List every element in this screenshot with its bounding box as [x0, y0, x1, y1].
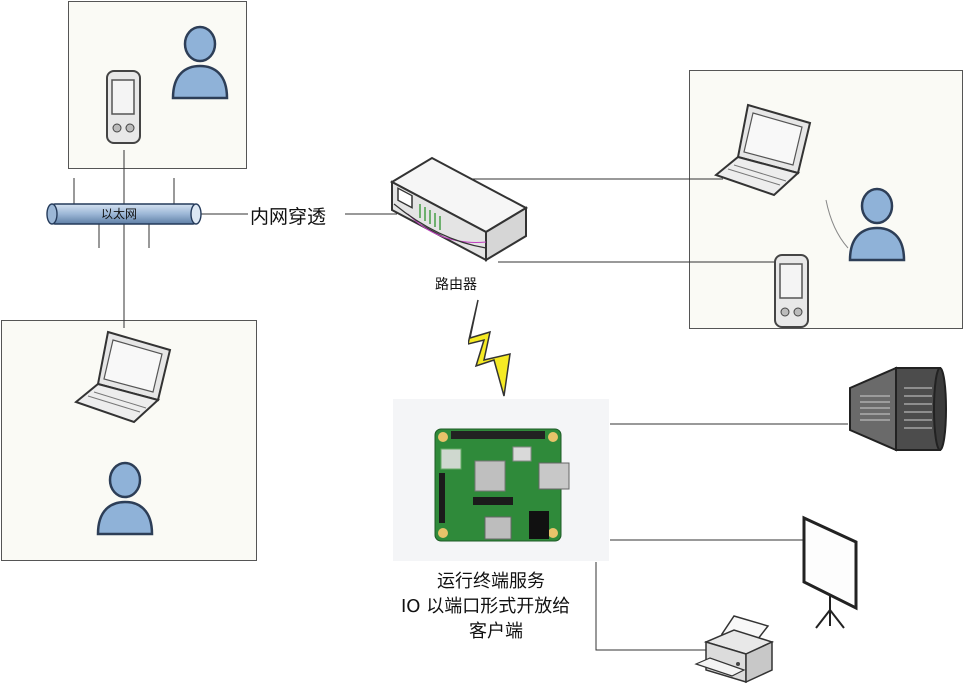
- router-label: 路由器: [435, 277, 477, 293]
- user-icon: [171, 25, 229, 100]
- pda-icon: [106, 70, 141, 144]
- pi-description-line3: 客户端: [469, 621, 523, 642]
- right-zone: [689, 70, 963, 329]
- raspberry-pi-board: [393, 399, 609, 561]
- laptop-icon: [714, 103, 812, 197]
- pi-description-line2: IO 以端口形式开放给: [401, 596, 571, 617]
- projector-icon: [849, 366, 947, 452]
- laptop-icon: [74, 330, 172, 424]
- router-icon: [390, 156, 528, 262]
- projection-screen-icon: [802, 515, 858, 629]
- nat-traversal-label: 内网穿透: [250, 202, 327, 229]
- ethernet-label: 以太网: [101, 207, 138, 221]
- ethernet-bus-icon: [46, 203, 202, 225]
- lightning-icon: [468, 299, 511, 397]
- user-icon: [848, 187, 906, 262]
- printer-icon: [694, 615, 775, 684]
- user-icon: [96, 461, 154, 536]
- pi-description-line1: 运行终端服务: [437, 571, 545, 592]
- pda-icon: [774, 254, 809, 328]
